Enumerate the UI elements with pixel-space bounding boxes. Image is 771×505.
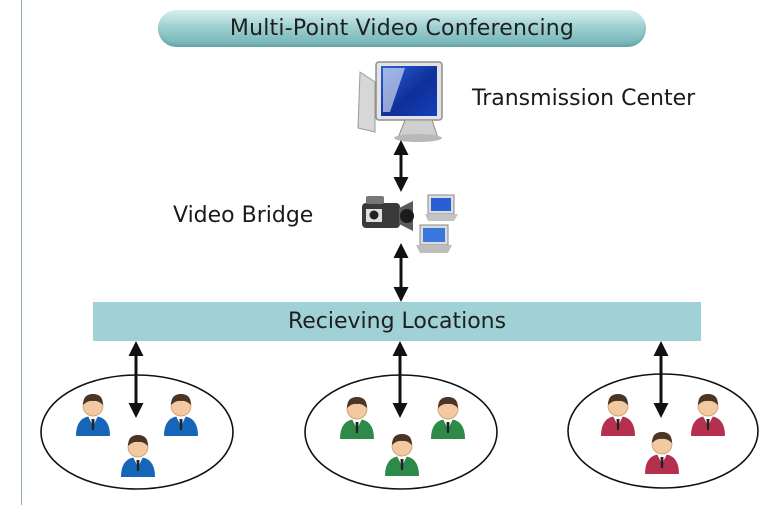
left-border-line	[21, 0, 22, 505]
computer-monitor-icon	[357, 61, 443, 142]
person-icon	[431, 397, 465, 439]
red-group-ellipse	[567, 373, 759, 489]
blue-group-ellipse	[40, 374, 234, 490]
person-icon	[691, 394, 725, 436]
person-icon	[601, 394, 635, 436]
video-bridge-label: Video Bridge	[173, 203, 314, 228]
person-icon	[645, 432, 679, 474]
diagram-title: Multi-Point Video Conferencing	[158, 10, 646, 47]
green-group-ellipse	[304, 374, 498, 490]
person-icon	[164, 394, 198, 436]
video-camera-icon	[362, 196, 414, 231]
transmission-center-label: Transmission Center	[472, 86, 696, 111]
person-icon	[121, 435, 155, 477]
laptop-icon	[416, 194, 458, 253]
receiving-locations-bar: Recieving Locations	[93, 302, 701, 341]
person-icon	[385, 434, 419, 476]
person-icon	[340, 397, 374, 439]
person-icon	[76, 394, 110, 436]
